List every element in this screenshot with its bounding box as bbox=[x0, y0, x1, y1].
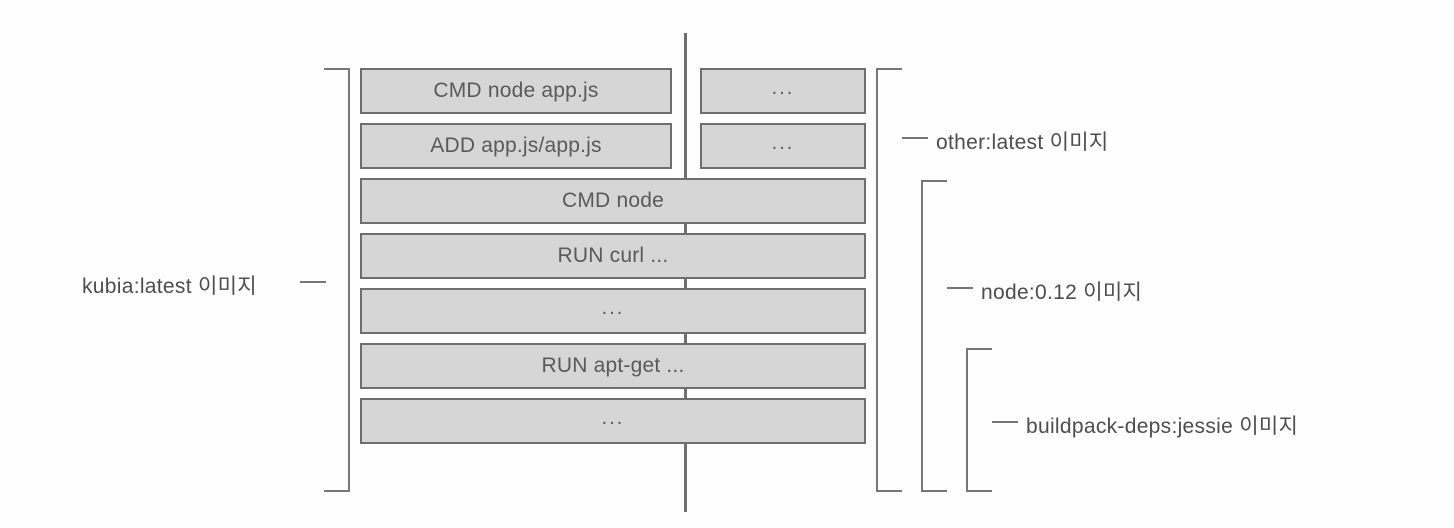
layer-box-add-appjs: ADD app.js/app.js bbox=[360, 123, 672, 169]
bracket-arm-top bbox=[876, 68, 902, 70]
bracket-arm-top bbox=[324, 68, 350, 70]
layer-label: CMD node app.js bbox=[433, 79, 599, 102]
bracket-label-buildpack-deps-jessie: buildpack-deps:jessie 이미지 bbox=[1026, 415, 1299, 438]
layer-label: ... bbox=[771, 76, 795, 99]
layer-box-run-curl: RUN curl ... bbox=[360, 233, 866, 279]
bracket-label-node-012: node:0.12 이미지 bbox=[981, 281, 1143, 304]
bracket-tick-other bbox=[902, 137, 928, 139]
bracket-tick-buildpack bbox=[992, 421, 1018, 423]
bracket-arm-bottom bbox=[966, 490, 992, 492]
bracket-arm-top bbox=[921, 180, 947, 182]
bracket-label-kubia-latest: kubia:latest 이미지 bbox=[82, 275, 257, 298]
layer-label: ADD app.js/app.js bbox=[430, 134, 602, 157]
layer-label: ... bbox=[601, 296, 625, 319]
bracket-tick-kubia bbox=[300, 281, 326, 283]
bracket-other-latest bbox=[876, 68, 902, 492]
bracket-buildpack-deps-jessie bbox=[966, 348, 992, 492]
layer-label: RUN apt-get ... bbox=[541, 354, 685, 377]
layer-box-other-ellipsis-1: ... bbox=[700, 68, 866, 114]
bracket-spine bbox=[921, 180, 923, 492]
bracket-spine bbox=[876, 68, 878, 492]
bracket-tick-node bbox=[947, 287, 973, 289]
bracket-arm-bottom bbox=[876, 490, 902, 492]
layer-box-other-ellipsis-2: ... bbox=[700, 123, 866, 169]
bracket-arm-top bbox=[966, 348, 992, 350]
bracket-spine bbox=[966, 348, 968, 492]
layer-label: RUN curl ... bbox=[557, 244, 669, 267]
bracket-label-other-latest: other:latest 이미지 bbox=[936, 131, 1109, 154]
layer-box-ellipsis-node: ... bbox=[360, 288, 866, 334]
bracket-arm-bottom bbox=[921, 490, 947, 492]
layer-label: CMD node bbox=[562, 189, 664, 212]
layer-box-cmd-node-appjs: CMD node app.js bbox=[360, 68, 672, 114]
bracket-spine bbox=[348, 68, 350, 492]
layer-box-cmd-node: CMD node bbox=[360, 178, 866, 224]
layer-label: ... bbox=[601, 406, 625, 429]
bracket-node-012 bbox=[921, 180, 947, 492]
layer-label: ... bbox=[771, 131, 795, 154]
bracket-kubia-latest bbox=[324, 68, 350, 492]
layer-box-run-apt-get: RUN apt-get ... bbox=[360, 343, 866, 389]
bracket-arm-bottom bbox=[324, 490, 350, 492]
layer-box-ellipsis-buildpack: ... bbox=[360, 398, 866, 444]
